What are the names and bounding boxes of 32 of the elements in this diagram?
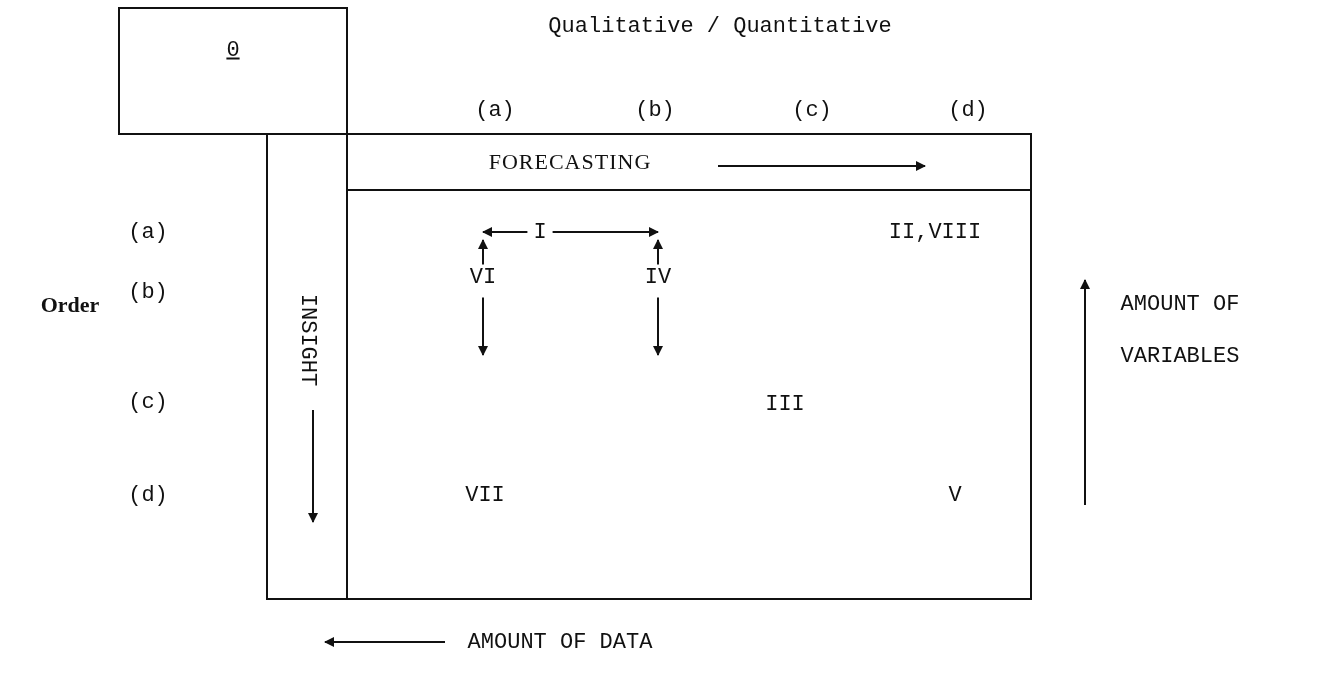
axis-title: Qualitative / Quantitative [548, 13, 892, 39]
arrow [478, 239, 488, 266]
arrow [482, 227, 529, 237]
band-label: FORECASTING [488, 149, 652, 175]
roman-numeral: III [765, 391, 805, 417]
axis-title: AMOUNT OF VARIABLES [1119, 291, 1241, 371]
column-letter: (c) [792, 97, 832, 123]
arrow [653, 239, 663, 266]
arrow [478, 296, 488, 356]
corner-box [118, 7, 348, 135]
roman-numeral: VI [469, 264, 497, 290]
row-letter: (b) [128, 279, 168, 305]
side-band [266, 133, 348, 600]
band-label: INSIGHT [294, 293, 320, 387]
row-letter: (a) [128, 219, 168, 245]
zero-label: 0 [226, 37, 240, 63]
row-letter: (d) [128, 482, 168, 508]
roman-numeral: I [533, 219, 547, 245]
roman-numeral: V [948, 482, 962, 508]
matrix-box [346, 189, 1032, 600]
roman-numeral: VII [465, 482, 505, 508]
column-letter: (b) [635, 97, 675, 123]
arrow [653, 296, 663, 356]
axis-title: AMOUNT OF DATA [467, 629, 653, 655]
column-letter: (d) [948, 97, 988, 123]
header-band [346, 133, 1032, 191]
row-letter: (c) [128, 389, 168, 415]
axis-title: Order [40, 292, 100, 318]
roman-numeral: II,VIII [888, 219, 982, 245]
column-letter: (a) [475, 97, 515, 123]
arrow [551, 227, 659, 237]
roman-numeral: IV [644, 264, 672, 290]
